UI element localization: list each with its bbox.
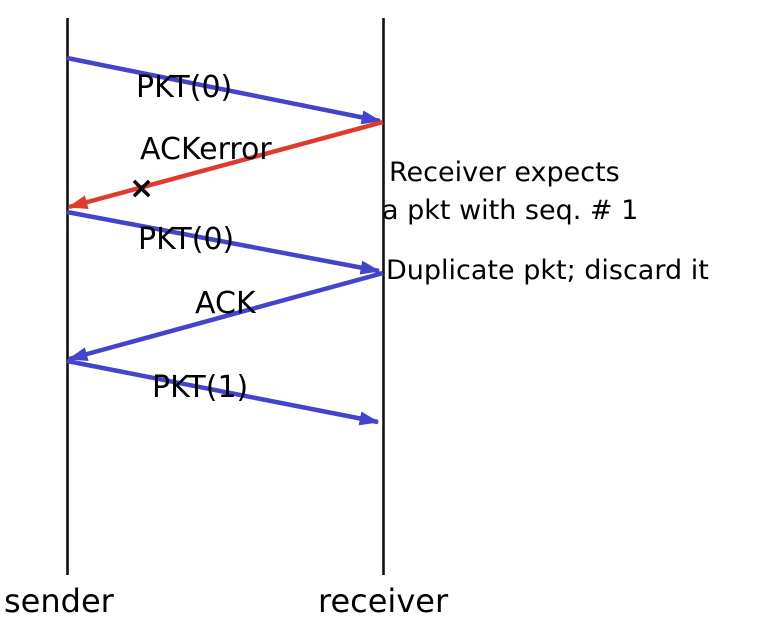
arrow-ack-error [67,119,384,210]
arrow-ack [67,270,384,362]
arrow-pkt0-first [66,55,382,125]
note-duplicate-discard: Duplicate pkt; discard it [386,255,709,286]
note-receiver-expects-line2: a pkt with seq. # 1 [382,195,639,226]
note-receiver-expects-line1: Receiver expects [389,157,620,188]
message-label-ack-error: ACKerror [140,132,272,167]
arrow-pkt0-retransmit [66,209,381,275]
actor-label-receiver: receiver [318,582,449,620]
message-label-pkt0-first: PKT(0) [136,70,233,105]
corruption-x-mark: × [129,171,155,206]
message-label-pkt1: PKT(1) [152,370,249,405]
message-label-pkt0-retransmit: PKT(0) [138,222,235,257]
actor-label-sender: sender [4,582,114,620]
message-label-ack: ACK [195,286,256,321]
arrow-pkt1 [66,358,380,426]
